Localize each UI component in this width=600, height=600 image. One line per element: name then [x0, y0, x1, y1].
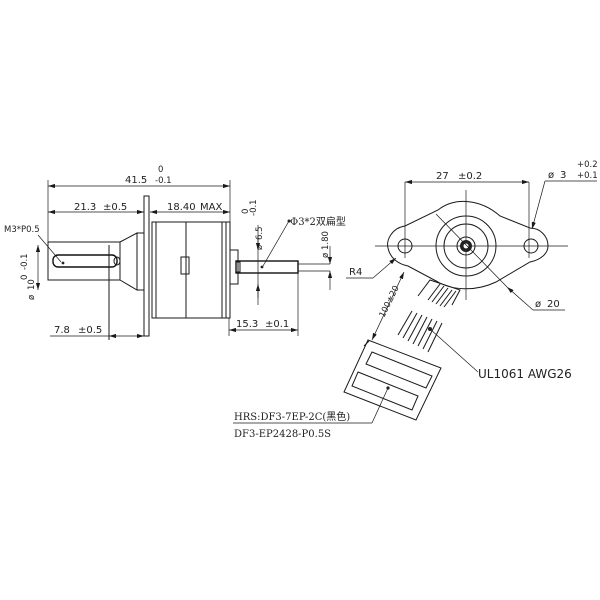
shaft-note: Φ3*2双扁型	[290, 215, 346, 228]
boss-diameter-tol-lower: -0.1	[249, 199, 259, 216]
overall-length-tol-upper: 0	[158, 165, 163, 175]
rear-shaft	[235, 260, 299, 274]
boss-diameter-value: 6.5	[255, 226, 265, 240]
rear-boss	[229, 249, 239, 285]
hole-diameter-tol-upper: +0.2	[577, 160, 598, 170]
rear-flat-prefix: ø	[321, 253, 331, 258]
body-diameter-value: 20	[547, 299, 560, 310]
threaded-shaft	[52, 254, 118, 268]
hole-diameter-value: 3	[560, 170, 566, 181]
hole-spacing-tol: ±0.2	[458, 171, 482, 182]
thread-label: M3*P0.5	[4, 225, 40, 235]
hole-diameter-prefix: ø	[548, 170, 554, 181]
connector-body	[343, 339, 442, 421]
overall-length-value: 41.5	[125, 175, 147, 186]
front-shaft-length-value: 21.3	[74, 202, 96, 213]
boss-diameter-prefix: ø	[255, 245, 265, 250]
rear-shaft-length-value: 15.3	[236, 319, 258, 330]
front-diameter-tol-lower: -0.1	[20, 253, 30, 270]
flange-offset-tol: ±0.5	[78, 325, 102, 336]
wire-spec: UL1061 AWG26	[478, 367, 572, 381]
rear-flat-value: 1.80	[321, 231, 331, 250]
front-diameter-prefix: ø	[27, 295, 37, 300]
body-length-value: 18.40	[167, 202, 196, 213]
front-view: 27 ±0.2 ø 3 +0.2 +0.1 R4 ø 20 100±20	[233, 160, 598, 440]
front-diameter-value: 10	[27, 279, 37, 290]
wire-bundle-bottom	[397, 310, 443, 353]
front-cone	[119, 232, 138, 291]
body-diameter-prefix: ø	[535, 299, 541, 310]
body-circle-outer	[435, 215, 497, 277]
mounting-flange	[143, 195, 150, 337]
flange-offset-value: 7.8	[54, 325, 70, 336]
body-length-suffix: MAX	[200, 202, 222, 213]
lead-length-label: 100±20	[378, 284, 402, 319]
side-view: 41.5 0 -0.1 21.3 ±0.5 18.40 MAX M3*P0.5 …	[4, 165, 346, 340]
rear-shaft-length-tol: ±0.1	[265, 319, 289, 330]
corner-radius-label: R4	[349, 267, 362, 278]
hole-diameter-tol-lower: +0.1	[577, 171, 598, 181]
boss-diameter-tol-upper: 0	[241, 209, 251, 214]
overall-length-tol-lower: -0.1	[155, 176, 172, 186]
front-shaft-length-tol: ±0.5	[103, 202, 127, 213]
hole-spacing-value: 27	[436, 171, 449, 182]
connector	[343, 339, 442, 421]
connector-part-2: DF3-EP2428-P0.5S	[234, 429, 331, 440]
motor-body	[151, 221, 231, 319]
wire-bundle-top	[417, 279, 461, 308]
connector-part-1: HRS:DF3-7EP-2C(黑色)	[234, 410, 350, 423]
body-window	[180, 256, 190, 275]
front-diameter-tol-upper: 0	[20, 275, 30, 280]
mounting-plate-outline	[387, 200, 549, 290]
mount-hole-right	[523, 238, 539, 254]
